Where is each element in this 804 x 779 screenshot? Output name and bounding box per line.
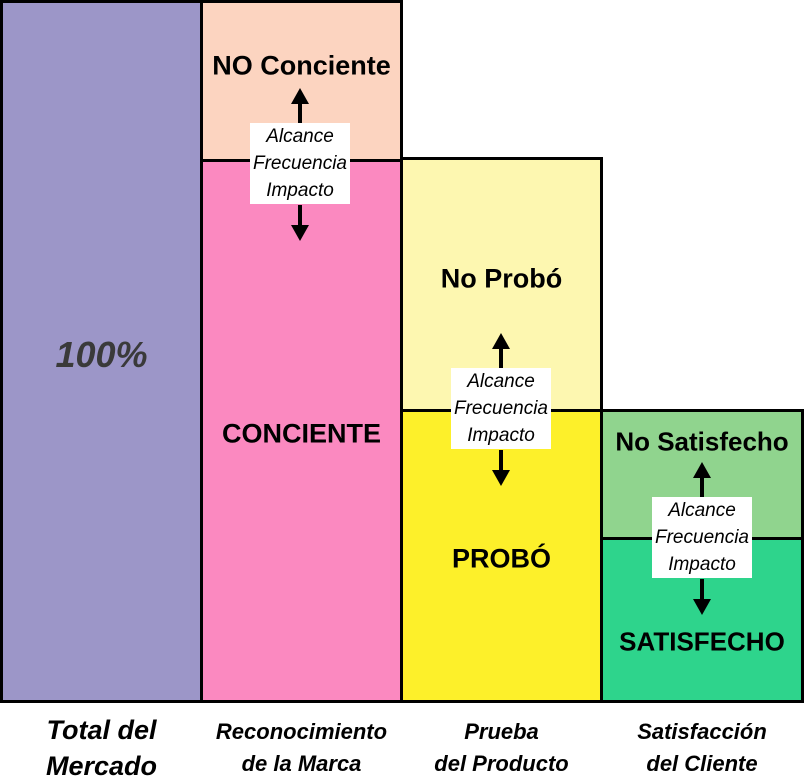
satisfaction-modifier-reach: Alcance bbox=[668, 500, 736, 521]
no-satisfecho-label: No Satisfecho bbox=[615, 426, 789, 457]
no-conciente-label: NO Conciente bbox=[212, 50, 391, 81]
trial-modifier-impact: Impacto bbox=[467, 425, 535, 446]
no-probo-label: No Probó bbox=[440, 263, 563, 294]
satisfaction-modifier-frequency: Frecuencia bbox=[655, 527, 749, 548]
trial-modifiers: Alcance Frecuencia Impacto bbox=[451, 368, 551, 449]
awareness-modifier-reach: Alcance bbox=[266, 126, 334, 147]
trial-modifier-reach: Alcance bbox=[467, 371, 535, 392]
trial-modifier-frequency: Frecuencia bbox=[454, 398, 548, 419]
stage-label-brand-awareness: Reconocimiento de la Marca bbox=[215, 719, 388, 776]
stage-label-total-market: Total del Mercado bbox=[45, 715, 158, 779]
total-market-box: 100% bbox=[0, 0, 203, 703]
stage-label-product-trial: Prueba del Producto bbox=[434, 719, 569, 776]
satisfecho-label: SATISFECHO bbox=[619, 626, 785, 657]
awareness-modifier-frequency: Frecuencia bbox=[253, 153, 347, 174]
awareness-modifier-impact: Impacto bbox=[266, 180, 334, 201]
satisfaction-modifier-impact: Impacto bbox=[668, 554, 736, 575]
probo-label: PROBÓ bbox=[451, 543, 551, 574]
stage-label-customer-satisfaction: Satisfacción del Cliente bbox=[637, 719, 767, 776]
conciente-label: CONCIENTE bbox=[221, 418, 381, 449]
conciente-box: CONCIENTE bbox=[200, 159, 403, 703]
satisfaction-modifiers: Alcance Frecuencia Impacto bbox=[652, 497, 752, 578]
total-market-value: 100% bbox=[55, 334, 148, 375]
awareness-modifiers: Alcance Frecuencia Impacto bbox=[250, 123, 350, 204]
